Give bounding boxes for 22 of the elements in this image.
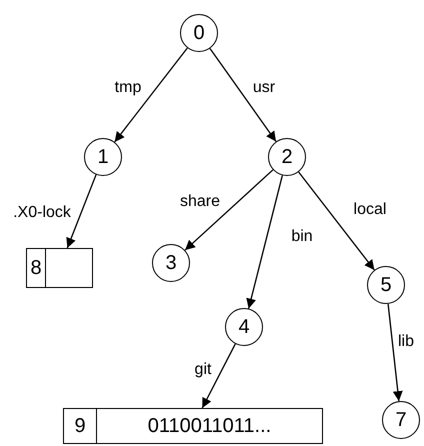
record-cell-text: 0110011011... — [146, 414, 272, 439]
arrow — [114, 48, 188, 142]
node-number: 7 — [395, 408, 407, 433]
arrow — [184, 169, 274, 251]
arrow — [387, 304, 403, 402]
arrow — [202, 344, 236, 408]
data-record-box — [26, 248, 93, 288]
node-number: 0 — [193, 21, 205, 46]
node-number: 3 — [165, 251, 177, 276]
arrow — [66, 174, 97, 248]
record-cell: 9 — [64, 409, 97, 443]
edge-label: git — [194, 362, 212, 378]
arrow — [246, 175, 283, 309]
node-number: 1 — [97, 145, 109, 170]
arrow — [209, 48, 277, 142]
node-number: 4 — [238, 315, 250, 340]
record-cell: 8 — [27, 249, 46, 287]
node-number: 2 — [281, 145, 293, 170]
edge-label: tmp — [114, 80, 142, 96]
arrow — [298, 172, 375, 270]
data-record-box — [63, 408, 323, 444]
node-number: 5 — [380, 273, 392, 298]
